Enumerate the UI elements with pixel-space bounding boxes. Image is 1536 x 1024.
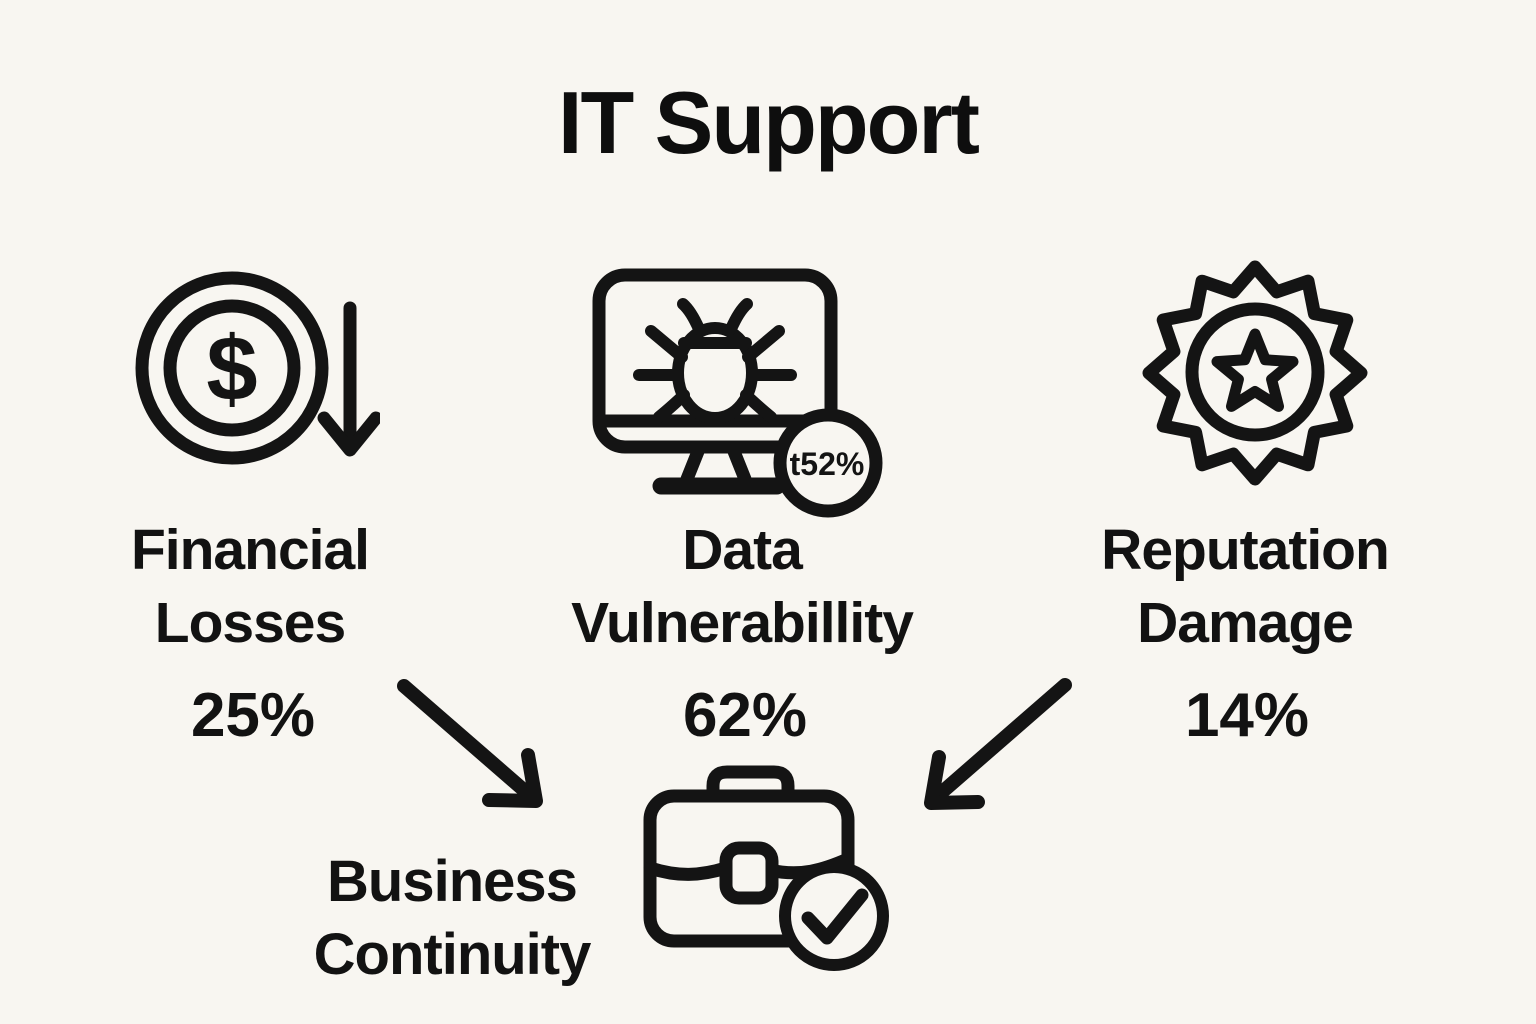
- briefcase-flap-left: [643, 861, 733, 881]
- bug-leg-lower-right: [740, 389, 777, 423]
- risk-label-line: Vulnerabillity: [571, 590, 914, 655]
- arrow-down-right-svg: [397, 679, 543, 808]
- award-seal-icon: [1140, 258, 1370, 488]
- page-title: IT Support: [558, 73, 980, 172]
- star-outline: [1211, 328, 1299, 412]
- monitor-frame: [592, 268, 838, 454]
- risk-label-reputation: Reputation Damage: [1025, 514, 1465, 660]
- bug-leg-upper-right: [742, 325, 785, 363]
- arrow-shaft: [934, 678, 1072, 800]
- arrow-head: [924, 750, 985, 810]
- monitor-bug-svg: t52%: [592, 268, 883, 518]
- bug-antenna-left: [677, 298, 705, 335]
- seal-zigzag-border: [1142, 260, 1368, 486]
- risk-value-financial: 25%: [190, 681, 316, 750]
- risk-label-line: Losses: [154, 590, 346, 655]
- risk-label-line: Damage: [1137, 590, 1354, 655]
- check-circle: [779, 861, 889, 971]
- coin-inner-circle: [163, 299, 301, 437]
- check-mark: [801, 888, 869, 945]
- risk-label-financial: Financial Losses: [30, 514, 470, 660]
- percent-badge-text: t52%: [790, 446, 865, 482]
- coin-decrease-icon: $: [130, 262, 380, 477]
- arrow-down-left-icon: [905, 672, 1080, 827]
- seal-inner-circle: [1185, 302, 1325, 442]
- award-seal-svg: [1142, 260, 1368, 486]
- coin-outer-circle: [135, 271, 329, 465]
- arrow-head: [482, 748, 543, 808]
- briefcase-check-icon: [638, 758, 903, 983]
- arrow-down-right-icon: [390, 672, 565, 827]
- bug-leg-upper-left: [645, 325, 688, 363]
- coin-decrease-svg: $: [135, 271, 380, 465]
- risk-label-line: Reputation: [1101, 518, 1390, 582]
- percent-badge-circle: [773, 408, 883, 518]
- risk-value-data: 62%: [682, 681, 808, 750]
- risk-value-reputation: 14%: [1184, 681, 1310, 750]
- briefcase-check-svg: [643, 765, 889, 971]
- arrow-down-left-svg: [924, 678, 1072, 810]
- outcome-label-line: Continuity: [313, 921, 592, 987]
- outcome-label: Business Continuity: [212, 846, 692, 991]
- monitor-stand-left: [680, 442, 706, 486]
- down-arrow-head: [317, 411, 380, 457]
- monitor-bug-icon: t52%: [585, 265, 885, 525]
- bug-antenna-right: [725, 298, 753, 335]
- bug-leg-lower-left: [653, 389, 690, 423]
- arrow-shaft: [397, 679, 533, 799]
- dollar-sign: $: [206, 318, 257, 420]
- monitor-stand-right: [726, 442, 752, 486]
- risk-label-data: Data Vulnerabillity: [492, 514, 992, 660]
- risk-label-line: Data: [682, 518, 803, 582]
- outcome-label-line: Business: [327, 849, 578, 914]
- briefcase-clasp: [719, 841, 779, 905]
- briefcase-handle: [706, 765, 795, 803]
- risk-label-line: Financial: [130, 518, 370, 582]
